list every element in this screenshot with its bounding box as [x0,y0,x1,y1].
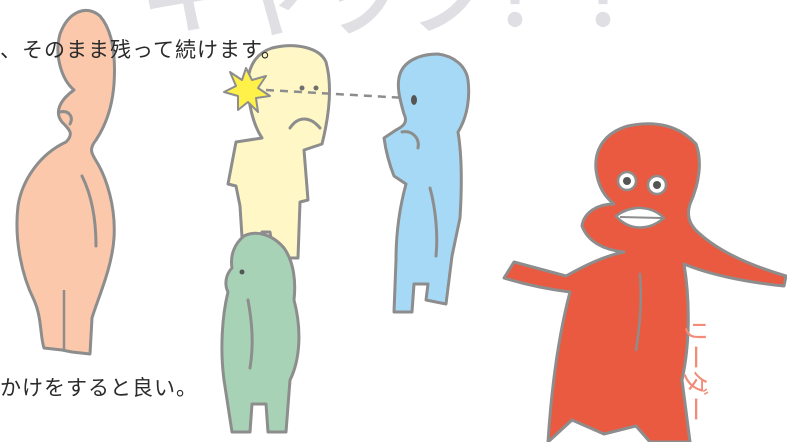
spark-icon [223,67,271,113]
red-arm-line [634,272,643,352]
caption-top: 、そのまま残って続けます。 [0,38,283,62]
red-eye-right-pupil [653,181,661,189]
blue-arm [428,186,439,258]
caption-bottom: かけをすると良い。 [0,376,198,400]
peach-figure [15,9,116,356]
red-eye-left-pupil [623,177,631,185]
green-eye [239,269,245,275]
green-arm [246,298,254,370]
yellow-eye-right [313,85,319,91]
blue-eye [411,95,417,105]
blue-figure [382,52,471,314]
gaze-line [265,88,407,100]
peach-mouth [58,110,73,126]
peach-arm [80,174,98,248]
green-figure [220,231,301,434]
yellow-mouth [288,117,322,130]
red-teeth-line [619,216,663,219]
yellow-eye-left [299,85,305,91]
leader-label: リーダー [679,318,709,422]
blue-mouth [400,130,420,150]
red-leader-figure [502,122,787,442]
heading-text-fragment: キャック！！ [140,0,672,40]
